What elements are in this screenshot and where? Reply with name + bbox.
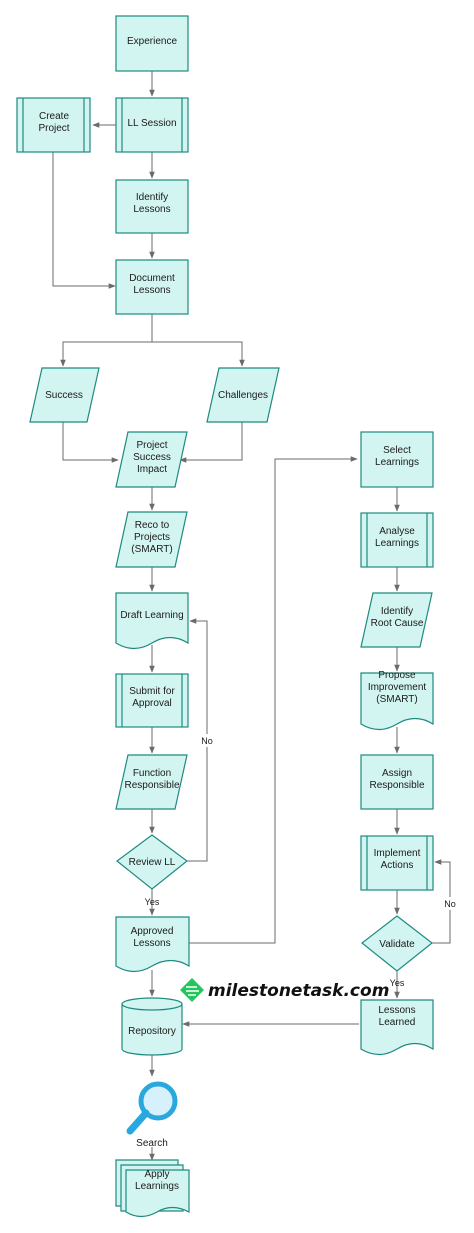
- challenges-label: Challenges: [218, 390, 268, 401]
- logo-diamond-icon: [180, 978, 204, 1002]
- edge-challenges-impact: [179, 422, 243, 463]
- node-ll-session[interactable]: LL Session: [115, 97, 189, 153]
- repository-label: Repository: [128, 1026, 176, 1037]
- node-challenges[interactable]: Challenges: [206, 367, 280, 423]
- draft-learning-label: Draft Learning: [120, 610, 183, 621]
- edge-approved-select: [189, 456, 358, 944]
- edge-createproject-document: [52, 152, 116, 289]
- edge-document-success: [60, 314, 153, 367]
- search-icon: [138, 1081, 178, 1121]
- node-draft-learning[interactable]: Draft Learning: [115, 592, 189, 650]
- logo-text: milestonetask.com: [208, 981, 389, 1001]
- validate-label: Validate: [379, 939, 415, 950]
- milestonetask-logo: milestonetask.com: [180, 978, 389, 1002]
- review-no-label: No: [201, 736, 213, 746]
- node-search[interactable]: Search: [126, 1081, 178, 1149]
- no-label-bg: [199, 734, 217, 747]
- experience-label: Experience: [127, 36, 177, 47]
- validate-no-label: No: [444, 899, 456, 909]
- node-review-ll[interactable]: Review LL: [116, 834, 188, 890]
- validate-yes-label: Yes: [390, 978, 405, 988]
- no-label-bg-2: [442, 897, 459, 910]
- edge-document-challenges: [152, 341, 245, 367]
- search-label: Search: [136, 1138, 168, 1149]
- review-yes-label: Yes: [145, 897, 160, 907]
- success-label: Success: [45, 390, 83, 401]
- node-validate[interactable]: Validate: [361, 915, 433, 972]
- node-experience[interactable]: Experience: [115, 15, 189, 72]
- edge-success-impact: [62, 422, 119, 463]
- node-repository[interactable]: Repository: [121, 997, 183, 1056]
- ll-session-label: LL Session: [127, 118, 176, 129]
- node-success[interactable]: Success: [29, 367, 100, 423]
- review-ll-label: Review LL: [129, 857, 176, 868]
